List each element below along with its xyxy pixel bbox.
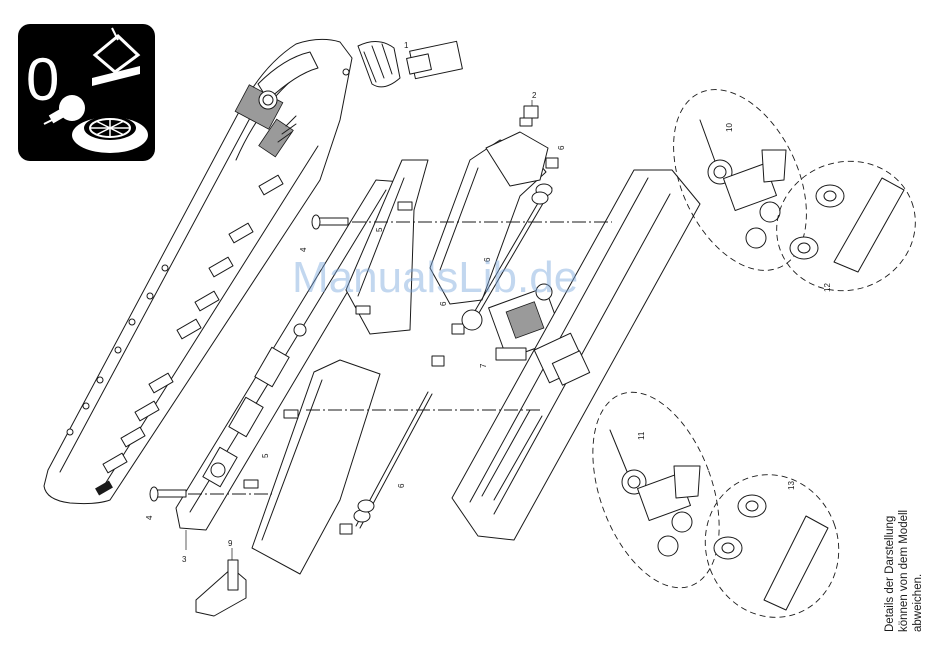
badge-symbol: 0 — [26, 46, 59, 113]
watermark: ManualsLib.de — [292, 253, 578, 302]
part-label-1: 1 — [404, 41, 409, 50]
part-9-coupler: 9 — [196, 539, 246, 616]
part-label-4b: 4 — [145, 515, 154, 520]
part-label-9: 9 — [228, 539, 233, 548]
part-2-clip: 2 — [520, 91, 538, 126]
part-label-5a: 5 — [375, 227, 384, 232]
part-label-11: 11 — [637, 431, 646, 440]
part-label-2: 2 — [532, 91, 537, 100]
side-note-line-1: Details der Darstellung — [884, 516, 896, 632]
part-label-7: 7 — [479, 363, 488, 368]
side-note-line-2: können von dem Modell — [898, 510, 910, 632]
part-1-lamp-housing: 1 — [358, 41, 462, 87]
part-label-10: 10 — [725, 123, 734, 132]
service-badge: 0 — [18, 24, 155, 161]
part-label-5b: 5 — [261, 453, 270, 458]
side-note: Details der Darstellung können von dem M… — [880, 462, 940, 632]
part-13-wheelset-lower: 13 — [685, 456, 858, 636]
side-note-line-3: abweichen. — [912, 574, 924, 632]
part-label-12: 12 — [823, 283, 832, 292]
part-11-bogie-lower: 11 — [568, 375, 743, 605]
part-label-13: 13 — [787, 481, 796, 490]
part-label-3: 3 — [182, 555, 187, 564]
part-label-4a: 4 — [299, 247, 308, 252]
part-label-6d: 6 — [397, 483, 406, 488]
part-label-6a: 6 — [557, 145, 566, 150]
